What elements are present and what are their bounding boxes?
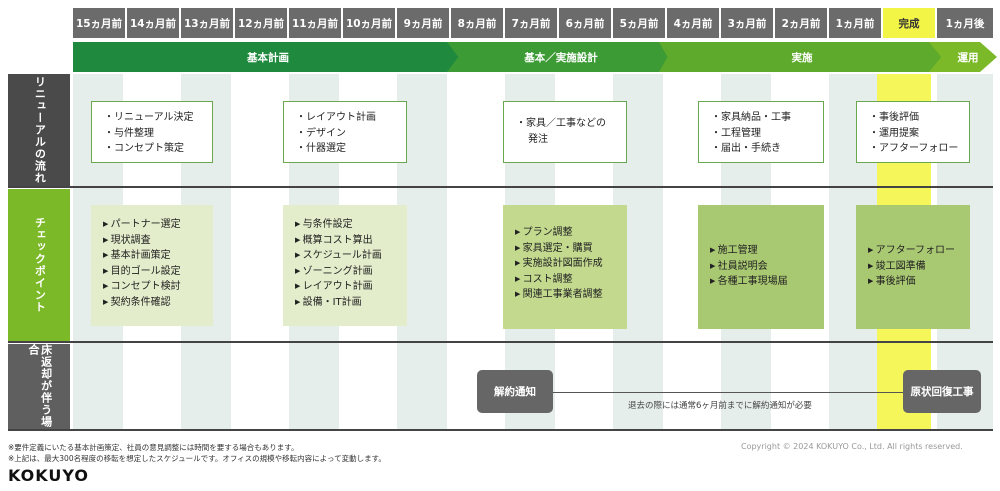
flow-box: 事後評価 運用提案 アフターフォロー bbox=[856, 101, 970, 163]
checkpoint-item: 設備・IT計画 bbox=[295, 295, 399, 311]
checkpoint-item: コンセプト検討 bbox=[103, 279, 205, 295]
checkpoint-item: パートナー選定 bbox=[103, 217, 205, 233]
month-header: 15ヵ月前 14ヵ月前 13ヵ月前 12ヵ月前 11ヵ月前 10ヵ月前 9ヵ月前… bbox=[73, 8, 993, 38]
flow-item: 事後評価 bbox=[869, 110, 961, 126]
termination-note: 退去の際には通常6ヶ月前までに解約通知が必要 bbox=[628, 401, 812, 411]
phase-basic-planning: 基本計画 bbox=[73, 42, 463, 72]
restoration-work-pill: 原状回復工事 bbox=[903, 370, 981, 413]
month-cell: 12ヵ月前 bbox=[235, 8, 289, 38]
row-label-termination: 床返却が伴う場合 bbox=[8, 344, 70, 430]
flow-item: 家具／工事などの bbox=[516, 116, 618, 132]
checkpoint-box: パートナー選定 現状調査 基本計画策定 目的ゴール設定 コンセプト検討 契約条件… bbox=[91, 205, 213, 326]
phase-execution: 実施 bbox=[659, 42, 945, 72]
checkpoint-item: 概算コスト算出 bbox=[295, 233, 399, 249]
checkpoint-item: 目的ゴール設定 bbox=[103, 264, 205, 280]
checkpoint-item: 竣工図準備 bbox=[868, 259, 962, 275]
checkpoint-item: スケジュール計画 bbox=[295, 248, 399, 264]
row-label-flow: リニューアルの流れ bbox=[8, 74, 70, 186]
month-cell: 1ヵ月後 bbox=[937, 8, 993, 38]
checkpoint-item: 基本計画策定 bbox=[103, 248, 205, 264]
checkpoint-item: 関連工事業者調整 bbox=[515, 287, 619, 303]
month-cell: 8ヵ月前 bbox=[451, 8, 505, 38]
flow-box: リニューアル決定 与件整理 コンセプト策定 bbox=[91, 101, 213, 163]
checkpoint-item: 事後評価 bbox=[868, 274, 962, 290]
month-cell-complete: 完成 bbox=[883, 8, 937, 38]
checkpoint-item: 現状調査 bbox=[103, 233, 205, 249]
phase-bar: 基本計画 基本／実施設計 実施 運用 bbox=[73, 42, 997, 72]
kokuyo-logo: KOKUYO bbox=[8, 466, 90, 485]
flow-box: レイアウト計画 デザイン 什器選定 bbox=[283, 101, 407, 163]
month-cell: 4ヵ月前 bbox=[667, 8, 721, 38]
flow-item: アフターフォロー bbox=[869, 141, 961, 157]
month-cell: 1ヵ月前 bbox=[829, 8, 883, 38]
checkpoint-item: 社員説明会 bbox=[710, 259, 816, 275]
flow-item: デザイン bbox=[296, 126, 398, 142]
month-cell: 15ヵ月前 bbox=[73, 8, 127, 38]
flow-item: レイアウト計画 bbox=[296, 110, 398, 126]
flow-item: 届出・手続き bbox=[711, 141, 815, 157]
row-label-checkpoints: チェックポイント bbox=[8, 189, 70, 341]
checkpoint-box: 施工管理 社員説明会 各種工事現場届 bbox=[698, 205, 824, 329]
checkpoint-box: プラン調整 家具選定・購買 実施設計図面作成 コスト調整 関連工事業者調整 bbox=[503, 205, 627, 329]
flow-item: 運用提案 bbox=[869, 126, 961, 142]
checkpoint-item: 契約条件確認 bbox=[103, 295, 205, 311]
checkpoint-box: アフターフォロー 竣工図準備 事後評価 bbox=[856, 205, 970, 329]
checkpoint-item: プラン調整 bbox=[515, 225, 619, 241]
copyright: Copyright © 2024 KOKUYO Co., Ltd. All ri… bbox=[741, 442, 963, 451]
month-cell: 7ヵ月前 bbox=[505, 8, 559, 38]
checkpoint-item: ゾーニング計画 bbox=[295, 264, 399, 280]
checkpoint-item: レイアウト計画 bbox=[295, 279, 399, 295]
checkpoint-item: 実施設計図面作成 bbox=[515, 256, 619, 272]
footnote: ※上記は、最大300名程度の移転を想定したスケジュールです。オフィスの規模や移転… bbox=[8, 454, 386, 463]
flow-item: 工程管理 bbox=[711, 126, 815, 142]
month-cell: 9ヵ月前 bbox=[397, 8, 451, 38]
row-divider bbox=[8, 341, 993, 343]
flow-item: リニューアル決定 bbox=[104, 110, 204, 126]
flow-item: 什器選定 bbox=[296, 141, 398, 157]
flow-item-continued: 発注 bbox=[528, 133, 548, 145]
checkpoint-item: コスト調整 bbox=[515, 272, 619, 288]
flow-box: 家具納品・工事 工程管理 届出・手続き bbox=[698, 101, 824, 163]
termination-connector bbox=[553, 392, 903, 393]
row-divider bbox=[8, 186, 993, 188]
row-divider bbox=[8, 429, 993, 431]
checkpoint-item: 各種工事現場届 bbox=[710, 274, 816, 290]
month-cell: 3ヵ月前 bbox=[721, 8, 775, 38]
flow-item: 与件整理 bbox=[104, 126, 204, 142]
flow-item: コンセプト策定 bbox=[104, 141, 204, 157]
month-cell: 5ヵ月前 bbox=[613, 8, 667, 38]
month-cell: 13ヵ月前 bbox=[181, 8, 235, 38]
checkpoint-item: 施工管理 bbox=[710, 243, 816, 259]
phase-design: 基本／実施設計 bbox=[447, 42, 675, 72]
month-cell: 14ヵ月前 bbox=[127, 8, 181, 38]
month-cell: 2ヵ月前 bbox=[775, 8, 829, 38]
flow-item: 家具納品・工事 bbox=[711, 110, 815, 126]
month-cell: 10ヵ月前 bbox=[343, 8, 397, 38]
termination-notice-pill: 解約通知 bbox=[477, 370, 553, 413]
checkpoint-item: 与条件設定 bbox=[295, 217, 399, 233]
footnote: ※要件定義にいたる基本計画策定、社員の意見調整には時間を要する場合もあります。 bbox=[8, 443, 299, 452]
month-cell: 11ヵ月前 bbox=[289, 8, 343, 38]
flow-box: 家具／工事などの 発注 bbox=[503, 101, 627, 163]
checkpoint-item: アフターフォロー bbox=[868, 243, 962, 259]
checkpoint-item: 家具選定・購買 bbox=[515, 241, 619, 257]
month-cell: 6ヵ月前 bbox=[559, 8, 613, 38]
checkpoint-box: 与条件設定 概算コスト算出 スケジュール計画 ゾーニング計画 レイアウト計画 設… bbox=[283, 205, 407, 326]
